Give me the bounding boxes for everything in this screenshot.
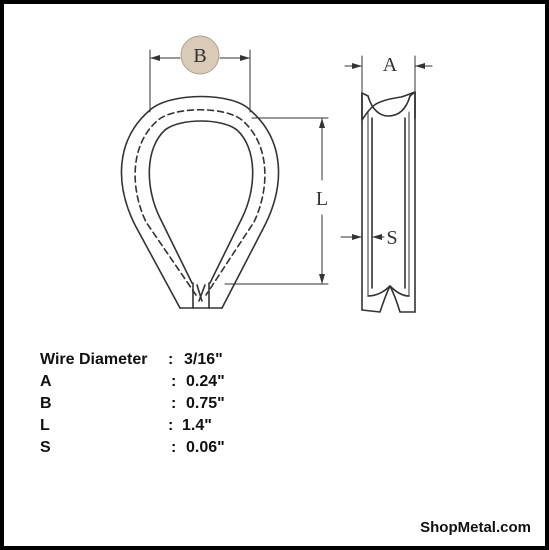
spec-separator: : <box>168 417 174 434</box>
dimension-a <box>344 55 433 93</box>
thimble-front-view <box>120 95 280 309</box>
thimble-drawing: B L A S <box>120 35 433 313</box>
spec-key: B <box>40 395 52 412</box>
spec-value: 0.75" <box>186 395 225 412</box>
image-frame: B L A S Wire Diameter : 3/16" A : 0.24" … <box>4 4 545 546</box>
label-b: B <box>193 45 206 67</box>
spec-separator: : <box>168 351 174 368</box>
spec-key: A <box>40 373 52 390</box>
thimble-side-view <box>361 91 416 313</box>
spec-separator: : <box>171 439 177 456</box>
spec-value: 0.24" <box>186 373 225 390</box>
spec-value: 0.06" <box>186 439 225 456</box>
dimension-l <box>224 117 329 285</box>
spec-separator: : <box>171 395 177 412</box>
spec-value: 1.4" <box>182 417 212 434</box>
label-s: S <box>386 227 397 249</box>
dimension-b <box>149 35 251 113</box>
dimension-s <box>340 234 385 240</box>
brand-watermark: ShopMetal.com <box>420 519 531 536</box>
label-a: A <box>383 54 398 76</box>
spec-key: S <box>40 439 51 456</box>
label-l: L <box>316 188 328 210</box>
spec-separator: : <box>171 373 177 390</box>
spec-key: Wire Diameter <box>40 351 148 368</box>
spec-key: L <box>40 417 50 434</box>
b-label-circle <box>180 35 220 75</box>
spec-value: 3/16" <box>184 351 223 368</box>
